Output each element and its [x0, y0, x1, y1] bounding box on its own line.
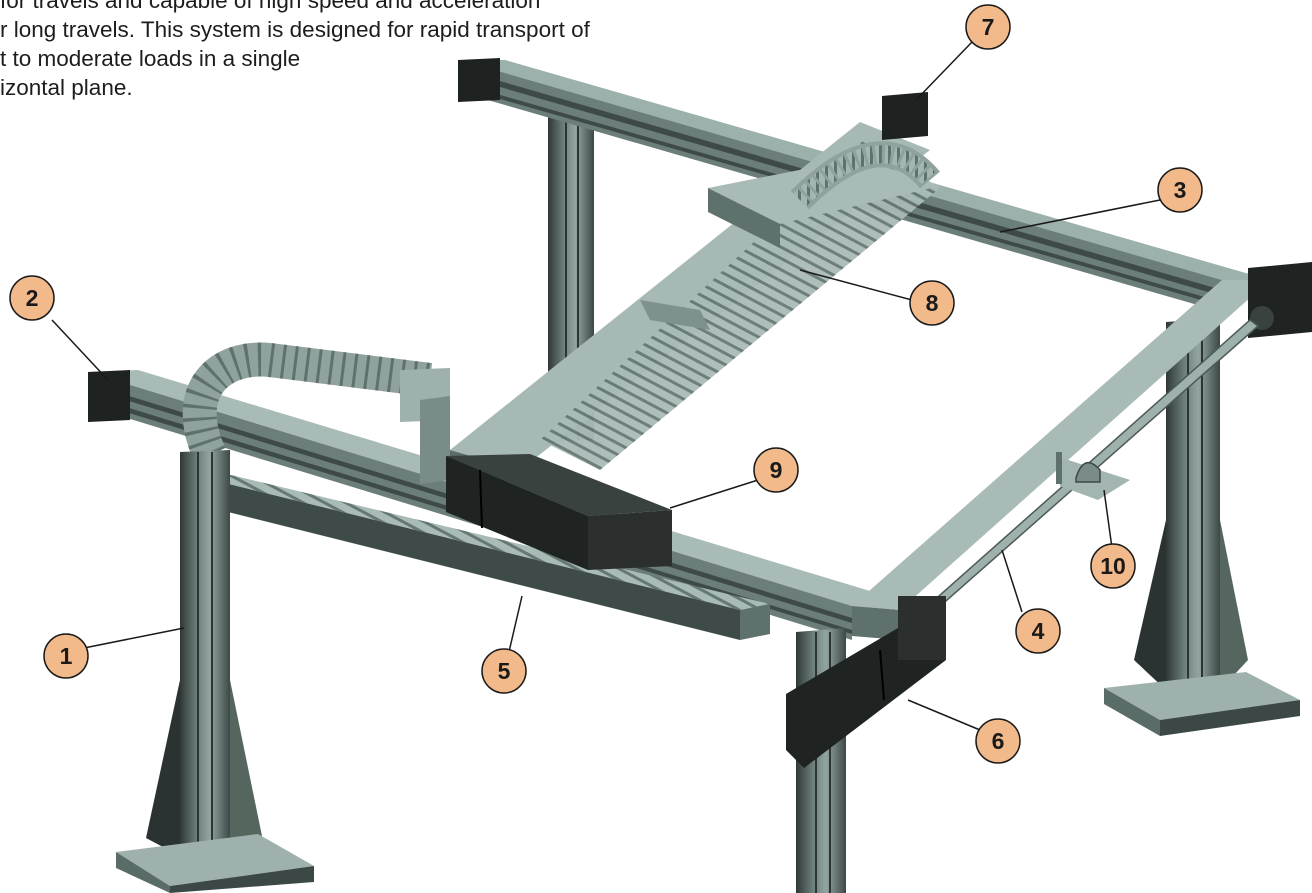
leader-lines	[51, 41, 1161, 731]
front-end-cap-motor	[88, 370, 130, 422]
svg-text:2: 2	[26, 285, 39, 311]
front-carriage-motor	[446, 454, 672, 570]
callout-9: 9	[753, 447, 799, 493]
front-left-post	[116, 450, 314, 893]
top-carriage	[708, 92, 940, 248]
callout-1: 1	[43, 633, 89, 679]
callout-4: 4	[1015, 608, 1061, 654]
description-line-4: izontal plane.	[0, 75, 133, 100]
back-right-post	[1104, 318, 1300, 736]
rear-end-cap-motor	[458, 58, 500, 102]
x-axis-drive-motor	[786, 596, 946, 768]
svg-text:9: 9	[770, 457, 783, 483]
svg-text:6: 6	[992, 728, 1005, 754]
callout-10: 10	[1090, 543, 1136, 589]
svg-text:3: 3	[1174, 177, 1187, 203]
shaft-bearing	[1056, 452, 1130, 500]
svg-text:8: 8	[926, 290, 939, 316]
top-carriage-motor	[882, 92, 928, 140]
svg-text:7: 7	[982, 14, 995, 40]
callout-7: 7	[965, 4, 1011, 50]
description-line-1: for travels and capable of high speed an…	[0, 0, 541, 13]
callout-2: 2	[9, 275, 55, 321]
right-y-beam	[852, 262, 1312, 640]
cable-chain	[182, 342, 450, 484]
svg-text:1: 1	[60, 643, 73, 669]
description-text: for travels and capable of high speed an…	[0, 0, 590, 102]
description-line-2: r long travels. This system is designed …	[0, 17, 590, 42]
svg-text:5: 5	[498, 658, 511, 684]
description-line-3: t to moderate loads in a single	[0, 46, 301, 71]
callout-5: 5	[481, 648, 527, 694]
svg-text:4: 4	[1032, 618, 1045, 644]
callout-6: 6	[975, 718, 1021, 764]
svg-text:10: 10	[1100, 553, 1126, 579]
front-rack	[180, 470, 770, 640]
callout-8: 8	[909, 280, 955, 326]
callout-3: 3	[1157, 167, 1203, 213]
